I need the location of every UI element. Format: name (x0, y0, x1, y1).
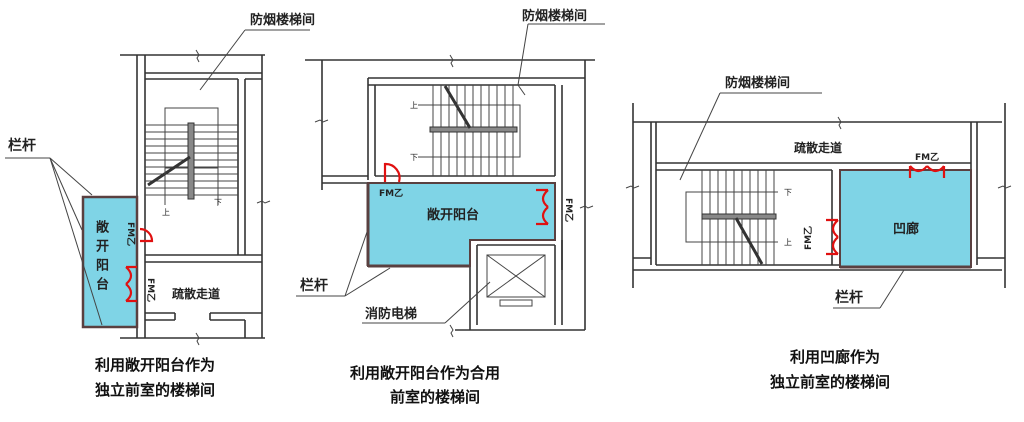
door-label-2: FM乙 (803, 226, 814, 250)
caption-line-1: 利用凹廊作为 (790, 348, 880, 366)
leader-line (49, 157, 93, 196)
stair-handrail (187, 122, 195, 200)
staircase: 下 上 (685, 170, 792, 265)
door-label-1: FM乙 (379, 188, 403, 199)
leader-line (49, 157, 103, 326)
stair-label: 防烟楼梯间 (250, 12, 315, 28)
down-label: 下 (410, 153, 418, 162)
diagram-1: 上 下 FM乙 FM乙 疏散走道 防烟楼梯间 栏杆 利用敞开阳台作为 独立前室的… (5, 12, 315, 399)
down-label: 下 (784, 188, 792, 197)
stair-cut-line (443, 85, 472, 129)
door-label-1: FM乙 (125, 222, 136, 246)
balcony-label: 敞开阳台 (93, 220, 108, 296)
up-label: 上 (784, 238, 792, 247)
door-label-2: FM乙 (145, 278, 156, 302)
fire-elevator (486, 254, 546, 307)
railing-label: 栏杆 (300, 277, 328, 294)
alcove (839, 169, 972, 268)
door-label-1: FM乙 (915, 152, 939, 163)
stair-handrail (429, 126, 518, 133)
caption-line-2: 独立前室的楼梯间 (95, 381, 215, 399)
break-mark (195, 332, 200, 346)
staircase: 上 下 (145, 107, 238, 217)
corridor-label: 疏散走道 (794, 140, 842, 155)
door-label-2: FM乙 (563, 198, 574, 222)
railing-label: 栏杆 (835, 289, 863, 306)
fire-door-1 (139, 227, 154, 243)
stair-cut-line (734, 217, 764, 265)
fire-door-2 (125, 265, 137, 303)
alcove-label: 凹廊 (893, 221, 919, 237)
open-balcony (81, 195, 139, 329)
break-mark (195, 49, 200, 63)
caption-line-2: 独立前室的楼梯间 (770, 373, 890, 391)
fire-door-2 (536, 188, 549, 226)
down-label: 下 (214, 198, 222, 207)
caption-line-1: 利用敞开阳台作为 (95, 356, 215, 374)
up-label: 上 (162, 208, 170, 217)
stair-label: 防烟楼梯间 (725, 75, 790, 91)
railing-label: 栏杆 (8, 137, 36, 154)
fire-door-1 (383, 162, 401, 183)
leader-line (199, 29, 246, 91)
stair-cut-line (147, 155, 191, 187)
stair-label: 防烟楼梯间 (522, 8, 587, 24)
caption-line-1: 利用敞开阳台作为合用 (350, 364, 500, 382)
staircase: 上 下 (410, 85, 521, 176)
diagram-2: 上 下 FM乙 FM乙 敞开阳台 防烟楼梯间 栏杆 消防电梯 利用敞开阳台作为合… (296, 8, 605, 406)
leader-line (49, 157, 83, 231)
break-mark (256, 200, 271, 204)
caption-line-2: 前室的楼梯间 (390, 388, 480, 406)
corridor-label: 疏散走道 (172, 286, 220, 301)
up-label: 上 (410, 101, 418, 110)
stair-handrail (701, 213, 777, 220)
elevator-label: 消防电梯 (365, 306, 417, 322)
diagram-3: 下 上 凹廊 FM乙 FM乙 疏散走道 防烟楼梯间 栏杆 利用凹廊作为 独立前室… (625, 75, 1012, 391)
balcony-label: 敞开阳台 (427, 207, 479, 223)
fire-door-2 (826, 218, 839, 256)
fire-door-1 (908, 165, 946, 178)
